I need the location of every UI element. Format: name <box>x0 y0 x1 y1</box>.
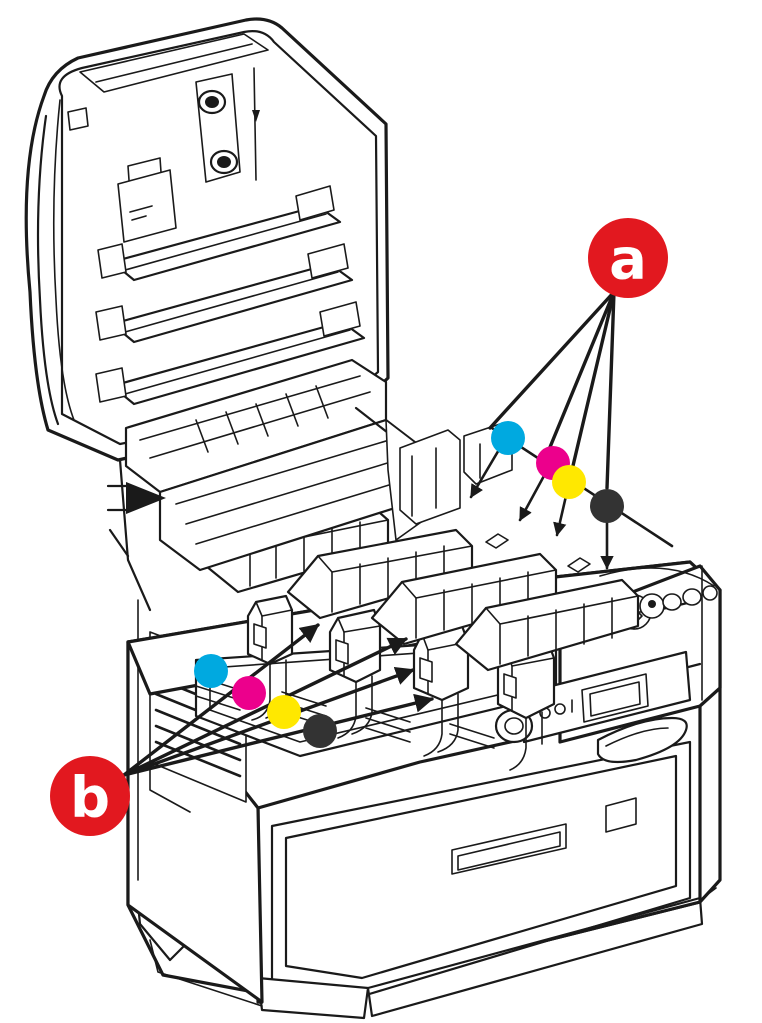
toner-cartridges <box>195 594 556 771</box>
callout-a: a <box>588 218 668 298</box>
image-drum-magenta[interactable] <box>286 528 474 620</box>
color-dot-black-b <box>303 714 337 748</box>
callout-b-color-dots <box>194 654 337 748</box>
image-drum-yellow[interactable] <box>370 552 558 646</box>
color-dot-magenta-b <box>232 676 266 710</box>
color-dot-black-a <box>590 489 624 523</box>
top-cover-open[interactable] <box>24 17 425 612</box>
color-dot-yellow-b <box>267 695 301 729</box>
callout-b-leader-lines <box>122 623 434 777</box>
belt-lock-lever-arrow <box>126 482 166 514</box>
callout-b-circle <box>50 756 130 836</box>
color-dot-cyan-b <box>194 654 228 688</box>
cover-posts <box>195 67 260 183</box>
callout-a-label: a <box>609 228 647 293</box>
color-dot-cyan-a <box>491 421 525 455</box>
callout-b-group: b <box>50 623 434 836</box>
image-drum-black[interactable] <box>454 578 640 672</box>
round-buttons[interactable] <box>662 585 718 611</box>
callout-a-arrows <box>469 446 614 570</box>
color-dot-yellow-a <box>552 465 586 499</box>
belt-unit <box>95 185 422 572</box>
callout-a-group: a <box>469 218 674 570</box>
lcd-display <box>581 673 649 723</box>
toner-cartridge-magenta[interactable] <box>328 608 382 739</box>
toner-cartridge-cyan[interactable] <box>246 594 294 721</box>
control-panel[interactable] <box>494 585 718 764</box>
callout-b-label: b <box>70 766 110 831</box>
callout-a-circle <box>588 218 668 298</box>
callout-a-color-dots <box>491 421 624 523</box>
callout-b: b <box>50 756 130 836</box>
callout-a-leader-lines <box>488 290 616 490</box>
cover-release-handle[interactable] <box>596 716 688 764</box>
